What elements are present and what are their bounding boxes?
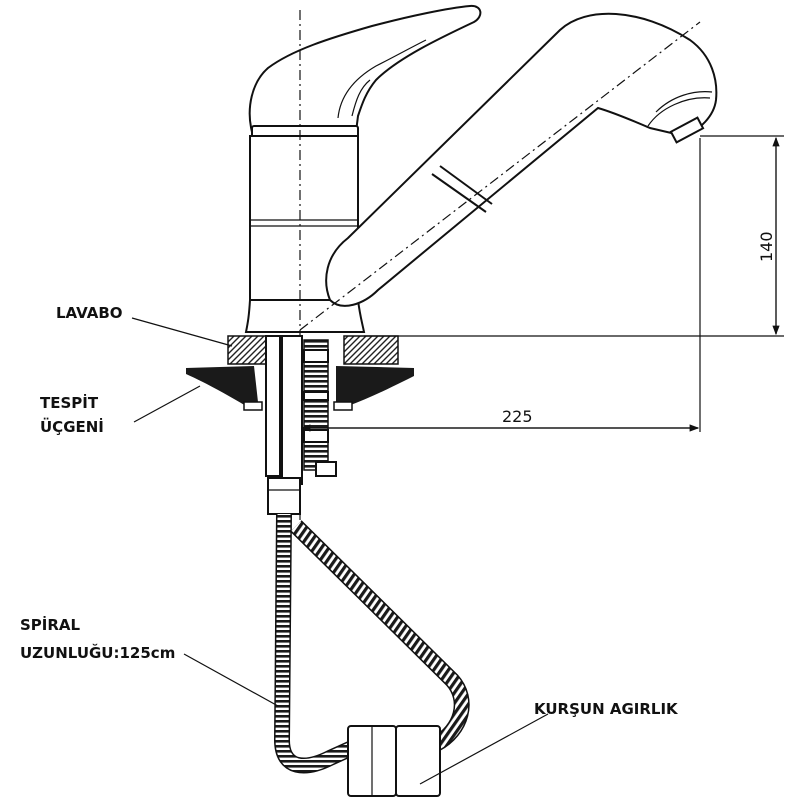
dimension-140-label: 140: [757, 231, 776, 262]
dimension-140: 140: [364, 135, 784, 337]
spout-nozzle: [669, 116, 705, 144]
pullout-spout: [299, 12, 718, 331]
label-spiral-1: SPİRAL: [20, 615, 81, 634]
dimension-225-label: 225: [502, 407, 533, 426]
leader-spiral: [183, 653, 279, 707]
dimension-225: 225: [300, 138, 701, 432]
spiral-hose: [273, 513, 470, 774]
leader-lavabo: [131, 317, 233, 347]
lead-weight: [347, 725, 441, 797]
label-lavabo: LAVABO: [56, 304, 123, 322]
label-spiral-2: UZUNLUĞU:125cm: [20, 643, 175, 662]
label-tespit-2: ÜÇGENİ: [40, 417, 104, 436]
body-base: [244, 299, 366, 333]
sink-slab-right: [343, 335, 399, 365]
fixing-triangle: [186, 366, 414, 411]
sink-section: [227, 335, 399, 365]
sink-slab-left: [227, 335, 267, 365]
leader-tespit: [133, 385, 201, 423]
fixing-triangle-left: [186, 366, 258, 406]
label-kursun: KURŞUN AGIRLIK: [534, 700, 679, 718]
leader-kursun: [419, 713, 549, 785]
label-tespit-1: TESPİT: [40, 393, 99, 412]
lever-handle: [248, 4, 482, 133]
fixing-triangle-right: [336, 366, 414, 406]
shank-assembly: [265, 335, 337, 515]
